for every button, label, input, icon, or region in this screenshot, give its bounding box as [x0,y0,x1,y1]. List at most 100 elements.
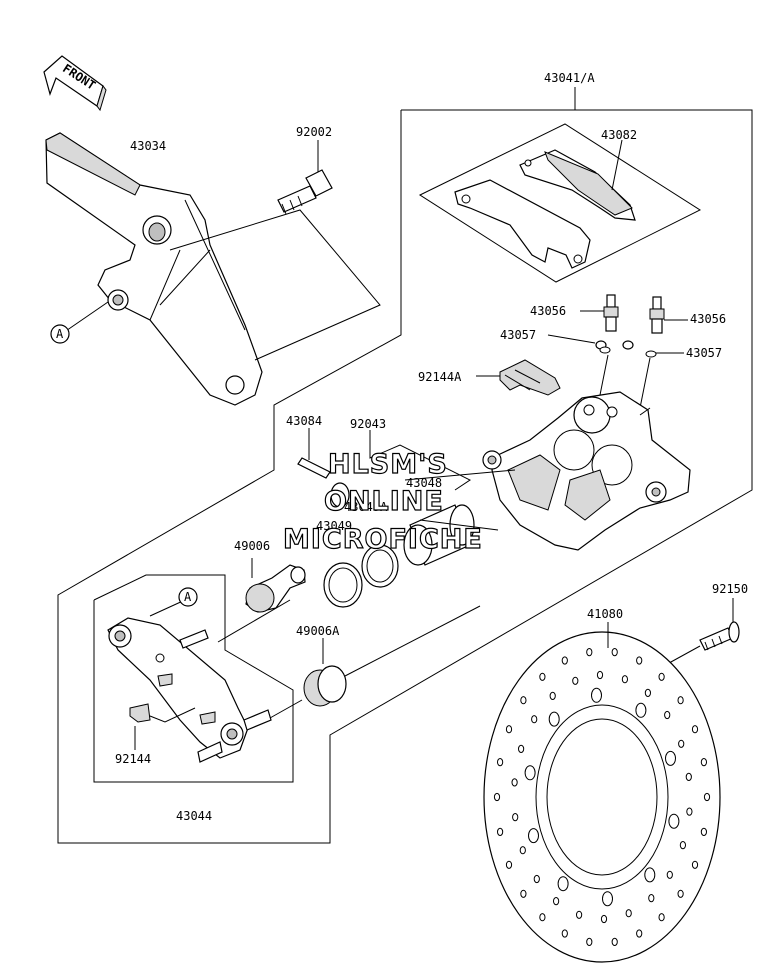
disc-hole [518,744,525,754]
piston-seal-43049 [323,562,363,608]
reference-marker-a-top: A [50,324,70,344]
disc-hole [644,867,656,883]
disc-hole [691,860,699,869]
pad-set-outline [418,123,702,283]
callout-43082: 43082 [601,128,637,142]
disc-hole [678,739,685,748]
brake-disc-41080 [483,631,721,963]
front-arrow-icon: FRONT [43,55,107,112]
caliper-assembly-outline [57,109,753,844]
watermark-line-3: MICROFICHE [283,524,483,555]
callout-43044: 43044 [176,809,212,823]
disc-hole [677,696,684,705]
callout-43057-left: 43057 [500,328,536,342]
boot-49006A [303,665,347,707]
disc-hole [658,913,665,922]
disc-hole [505,725,513,734]
disc-hole [685,772,692,782]
disc-hole [539,913,546,922]
disc-bolt-92150 [699,621,740,651]
bleed-valve-right-43056 [649,296,665,334]
disc-hole [557,876,569,892]
pad-spring-92144 [129,703,151,723]
disc-hole [644,688,652,698]
disc-hole [611,648,618,657]
disc-hole [679,841,687,850]
holder-assembly-outline [93,574,294,783]
callout-43056-right: 43056 [690,312,726,326]
disc-hole [533,874,540,884]
disc-hole [520,889,527,898]
callout-43049A: 43049A [344,500,388,514]
bleed-cap-43057 [595,340,657,358]
callout-92144: 92144 [115,752,151,766]
reference-marker-a-bottom: A [178,587,198,607]
pad-pin-43084 [297,457,331,479]
disc-hole [512,813,519,822]
disc-hole [648,894,655,903]
disc-hole [666,870,673,879]
disc-hole [505,860,513,869]
callout-43034: 43034 [130,139,166,153]
callout-43041A: 43041/A [544,71,595,85]
disc-hole [636,656,643,665]
piston-ring-92043 [330,482,350,508]
disc-hole [493,792,501,802]
disc-hole [635,702,647,718]
disc-hole [700,827,708,837]
disc-hole [561,656,568,665]
disc-hole [553,897,560,906]
disc-hole [703,792,711,802]
disc-hole [686,807,693,816]
disc-hole [668,813,680,829]
svg-text:A: A [56,327,64,341]
disc-hole [586,648,593,657]
boot-49006 [245,564,306,613]
disc-hole [665,750,676,766]
disc-hole [549,691,556,701]
brake-pads-43082 [454,149,636,269]
disc-hole [548,711,560,727]
callout-43048: 43048 [406,476,442,490]
disc-hole [586,937,593,947]
watermark-line-2: ONLINE [324,486,444,517]
bolt-92002 [277,169,333,215]
disc-hole [519,846,526,855]
disc-hole [600,914,608,924]
callout-43057-right: 43057 [686,346,722,360]
callout-49006A: 49006A [296,624,340,638]
disc-hole [572,676,579,685]
dust-seal-43049A [361,544,399,588]
callout-43056-left: 43056 [530,304,566,318]
disc-hole [531,715,538,724]
disc-hole [591,687,602,703]
piston-43048 [403,504,475,566]
disc-hole [576,910,583,919]
callout-92043: 92043 [350,417,386,431]
watermark-line-1: HLSM'S [328,449,448,480]
disc-hole [625,909,632,918]
disc-hole [596,670,604,680]
disc-hole [511,778,518,787]
callout-43084: 43084 [286,414,322,428]
disc-hole [524,765,536,781]
caliper-body [482,391,691,551]
disc-hole [497,758,504,767]
disc-hole [611,937,618,947]
disc-hole [691,725,699,734]
callout-92150: 92150 [712,582,748,596]
disc-hole [602,891,613,907]
disc-hole [636,929,643,938]
caliper-holder-43044 [107,617,272,763]
disc-hole [658,672,665,681]
disc-hole [561,929,568,938]
callout-41080: 41080 [587,607,623,621]
disc-drill-holes [493,648,711,947]
disc-hole [528,828,539,844]
bleed-valve-left-43056 [603,294,619,332]
disc-hole [621,675,629,684]
callout-92002: 92002 [296,125,332,139]
caliper-bracket-43034 [45,132,263,406]
